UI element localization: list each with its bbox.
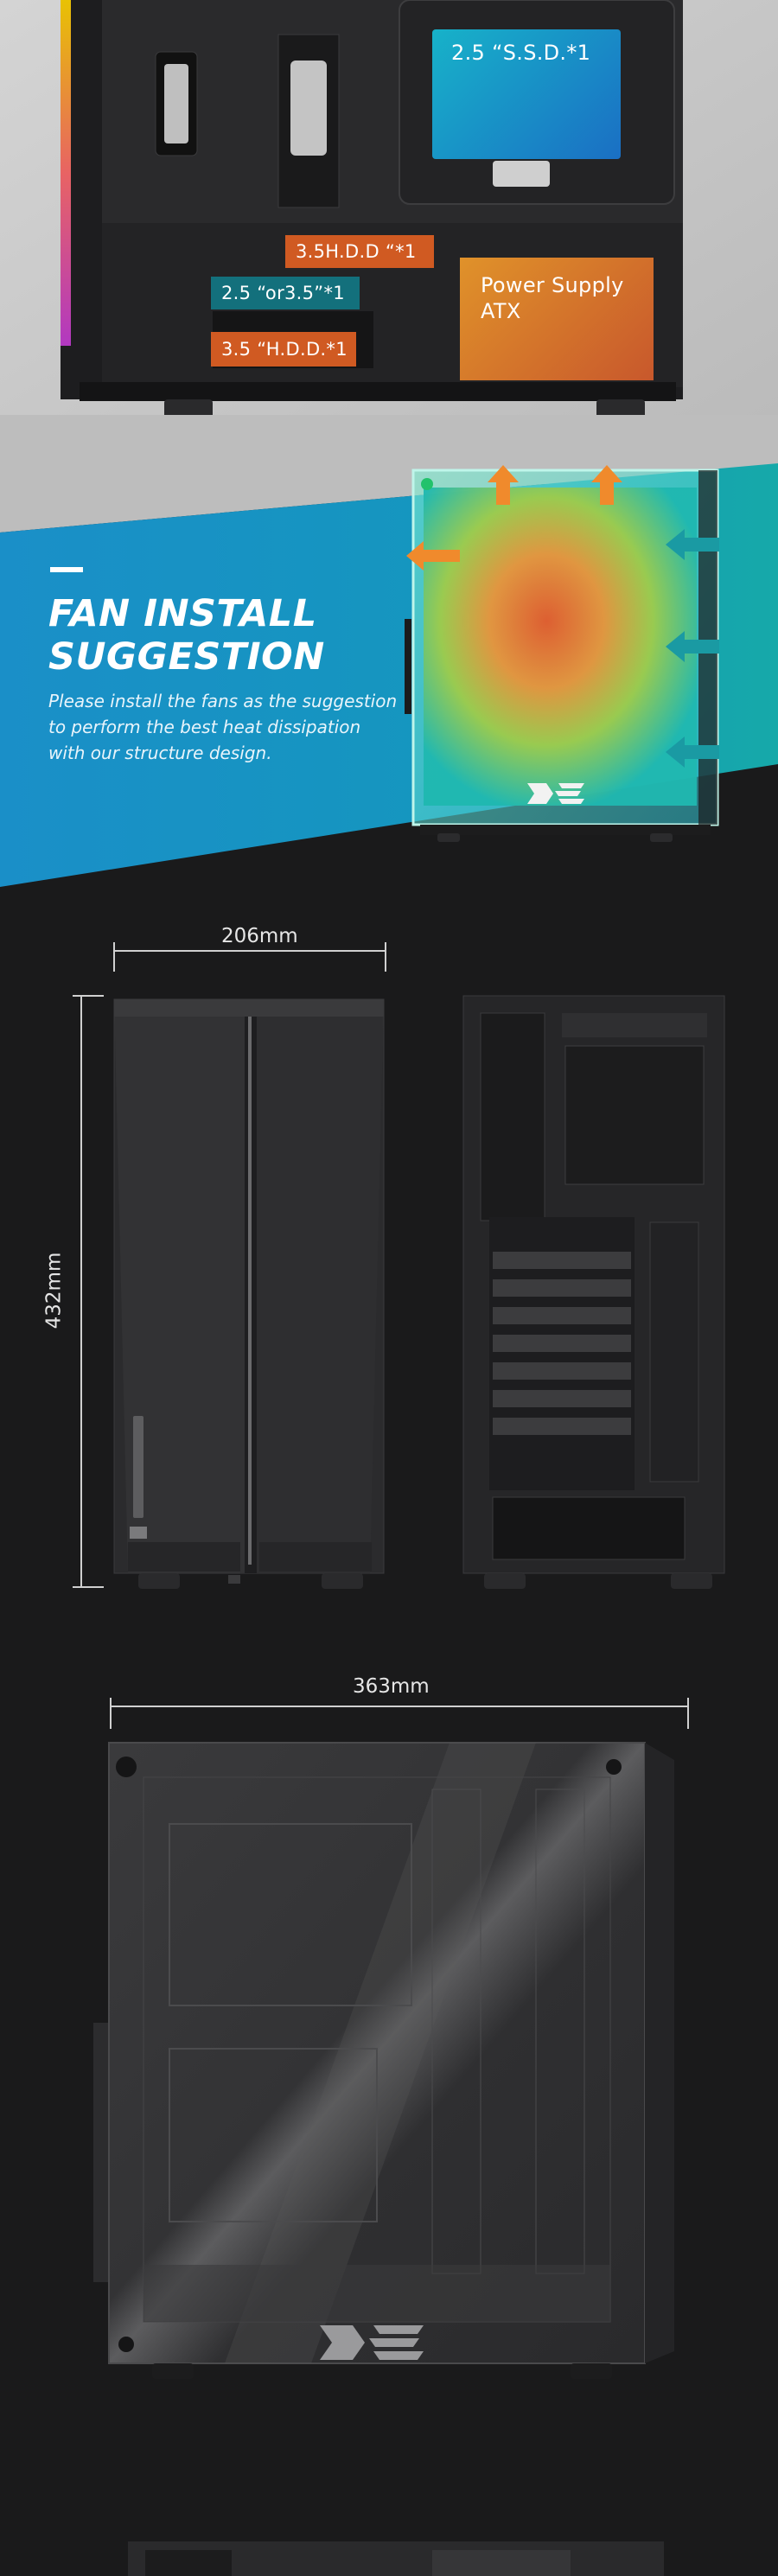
front-rear-section: 206mm 432mm bbox=[0, 899, 778, 1608]
interior-section: 2.5 “S.S.D.*1 3.5H.D.D “*1 2.5 “or3.5”*1… bbox=[0, 0, 778, 484]
combo-drive-label: 2.5 “or3.5”*1 bbox=[211, 277, 360, 309]
psu-zone: Power Supply ATX bbox=[460, 258, 654, 380]
darkflash-logo-icon bbox=[130, 1416, 147, 1539]
intake-arrow-icon bbox=[666, 631, 719, 662]
hdd-35-label: 3.5H.D.D “*1 bbox=[285, 235, 434, 268]
darkflash-logo-icon bbox=[320, 2325, 424, 2360]
section-accent-bar bbox=[50, 567, 83, 572]
psu-label-line1: Power Supply bbox=[481, 273, 624, 297]
exhaust-arrow-icon bbox=[488, 465, 519, 505]
exhaust-arrow-icon bbox=[406, 541, 460, 571]
fan-description-line1: Please install the fans as the suggestio… bbox=[48, 691, 398, 711]
fan-section-background bbox=[0, 415, 778, 899]
fan-description-line2: to perform the best heat dissipation bbox=[48, 717, 361, 737]
fan-description-line3: with our structure design. bbox=[48, 743, 272, 763]
fan-heading-line1: FAN INSTALL bbox=[48, 592, 317, 635]
hdd-35-bottom-label: 3.5 “H.D.D.*1 bbox=[211, 332, 356, 367]
psu-label-line2: ATX bbox=[481, 299, 521, 323]
front-rear-drawing bbox=[73, 942, 725, 1589]
side-section: 363mm bbox=[0, 1660, 778, 2576]
height-dimension-label: 432mm bbox=[42, 1252, 66, 1329]
width-dimension-label: 206mm bbox=[221, 925, 298, 947]
intake-arrow-icon bbox=[666, 736, 719, 768]
fan-heading-line2: SUGGESTION bbox=[48, 635, 325, 679]
side-drawing bbox=[93, 1698, 689, 2576]
darkflash-logo-icon bbox=[527, 783, 584, 804]
fan-section: FAN INSTALL SUGGESTION Please install th… bbox=[0, 415, 778, 899]
intake-arrow-icon bbox=[666, 529, 719, 560]
ssd-zone: 2.5 “S.S.D.*1 bbox=[432, 29, 621, 159]
ssd-label: 2.5 “S.S.D.*1 bbox=[451, 41, 591, 65]
depth-dimension-label: 363mm bbox=[353, 1675, 430, 1698]
exhaust-arrow-icon bbox=[591, 465, 622, 505]
